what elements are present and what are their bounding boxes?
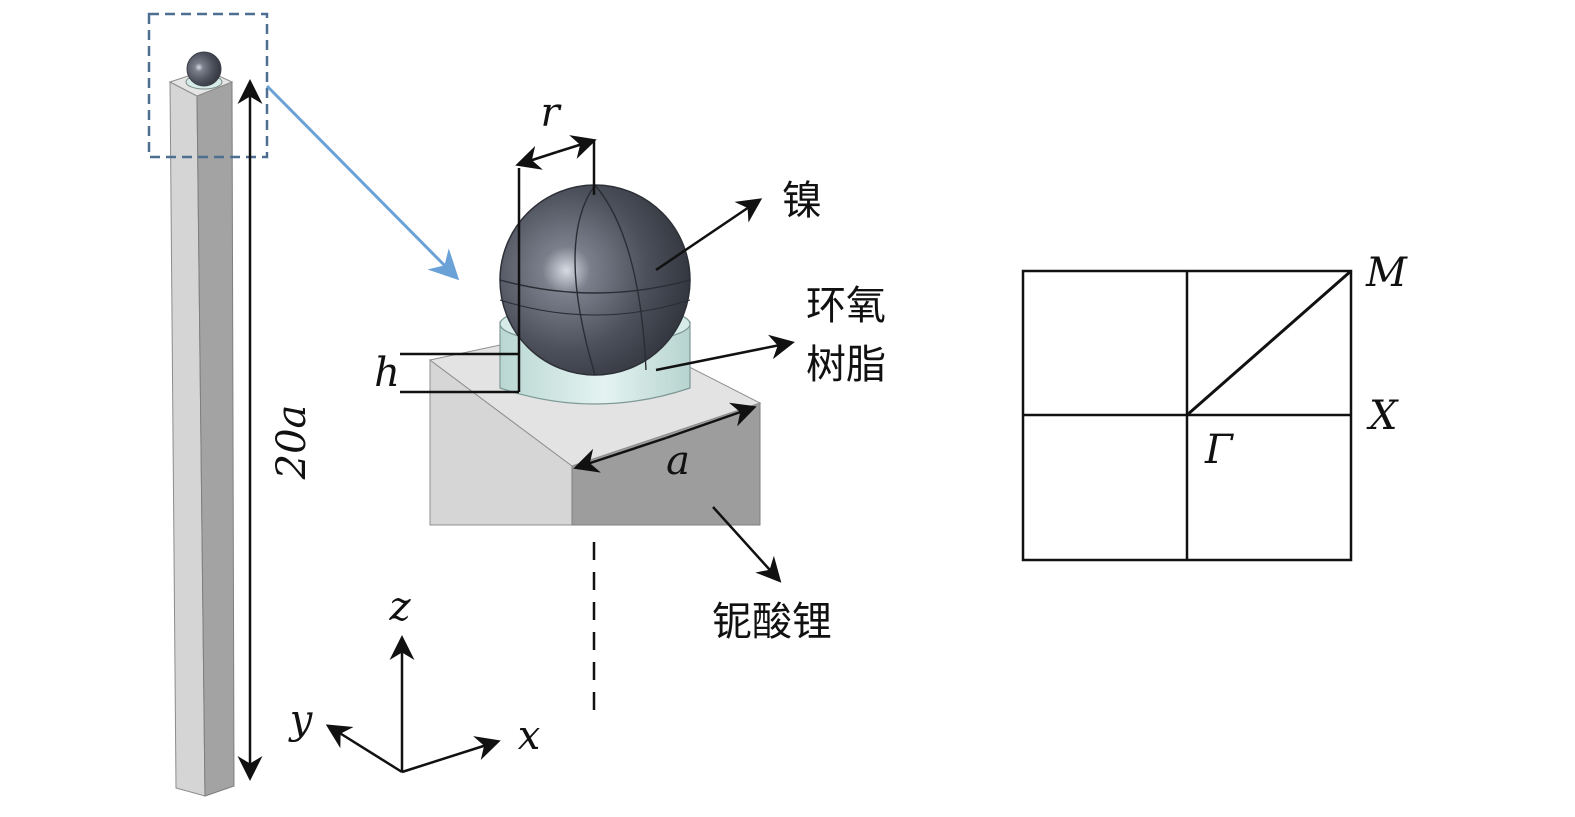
- point-m-label: M: [1365, 250, 1408, 296]
- axis-z-label: z: [388, 584, 411, 630]
- axis-x-label: x: [518, 713, 541, 759]
- point-x-label: X: [1366, 393, 1399, 439]
- tall-pillar: [168, 51, 235, 797]
- nickel-pointer: [655, 198, 763, 272]
- axis-y: [325, 724, 403, 774]
- zoom-arrow: [265, 84, 460, 281]
- epoxy-label-line1: 环氧: [806, 283, 886, 329]
- point-gamma-label: Γ: [1204, 427, 1234, 473]
- edge-arrow-b: [665, 402, 757, 440]
- pillar-height-label: 20a: [269, 405, 315, 481]
- edge-arrow-a: [573, 436, 667, 473]
- brillouin-zone: M X Γ: [1021, 250, 1408, 562]
- nickel-sphere: [499, 184, 691, 376]
- lithium-niobate-label: 铌酸锂: [712, 599, 832, 645]
- epoxy-pointer: [655, 334, 795, 372]
- axis-y-label: y: [288, 697, 314, 743]
- axis-x: [401, 736, 501, 774]
- radius-arrow-b: [556, 135, 597, 159]
- nickel-label: 镍: [782, 178, 822, 224]
- path-gamma-to-m: [1186, 269, 1352, 417]
- lithium-niobate-pointer: [712, 506, 782, 583]
- edge-label: a: [666, 438, 690, 484]
- height-label: h: [374, 350, 400, 396]
- radius-arrow-a: [515, 145, 558, 170]
- coordinate-axes: z y x: [288, 584, 541, 774]
- epoxy-label-line2: 树脂: [806, 342, 886, 388]
- radius-label: r: [540, 90, 562, 136]
- zoom-box: [147, 12, 269, 159]
